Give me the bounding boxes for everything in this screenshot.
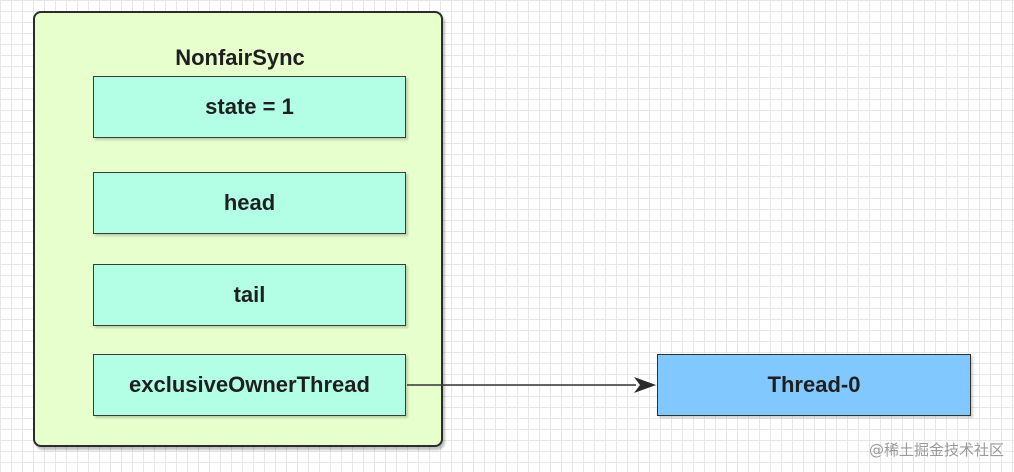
field-exclusive-owner-thread: exclusiveOwnerThread: [93, 354, 406, 416]
nonfairsync-title: NonfairSync: [175, 45, 305, 70]
arrow-head-icon: [634, 377, 656, 393]
watermark: @稀土掘金技术社区: [868, 441, 1004, 459]
field-tail: tail: [93, 264, 406, 326]
field-state: state = 1: [93, 76, 406, 138]
thread-0-box: Thread-0: [657, 354, 971, 416]
field-head: head: [93, 172, 406, 234]
